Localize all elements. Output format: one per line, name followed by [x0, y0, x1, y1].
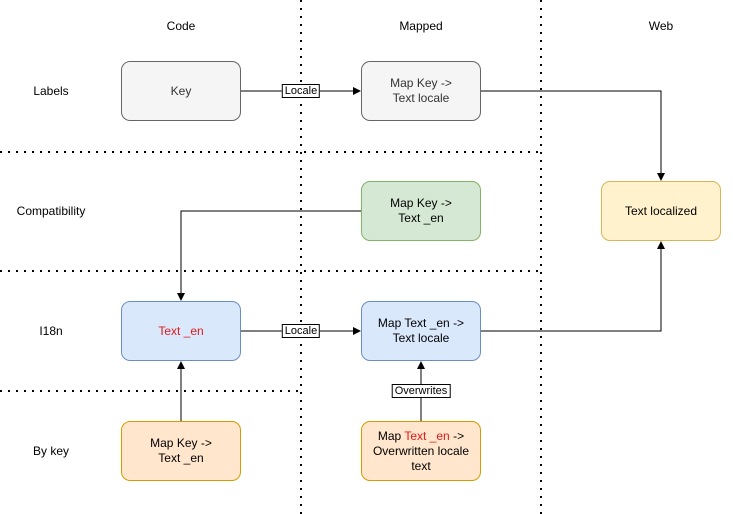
- edge-map-key-to-text-localized: [481, 90, 665, 181]
- row-header-labels: Labels: [33, 84, 69, 98]
- edge-label-overwrites: Overwrites: [391, 384, 451, 398]
- overwritten-prefix: Map: [377, 428, 405, 443]
- map-key-text-locale-node: Map Key -> Text locale: [361, 61, 481, 121]
- edge-label-locale-middle: Locale: [281, 324, 321, 338]
- overwritten-highlight: Text _en: [404, 428, 450, 443]
- map-text-en-line2: Text locale: [392, 331, 450, 345]
- compat-line1: Map Key ->: [390, 196, 452, 210]
- edge-map-text-en-to-text-localized: [481, 241, 665, 332]
- text-localized-label: Text localized: [624, 203, 698, 218]
- map-key-text-locale-line1: Map Key ->: [390, 76, 452, 90]
- text-localized-node: Text localized: [601, 181, 721, 241]
- overwritten-line3: text: [411, 458, 431, 473]
- compat-line2: Text _en: [398, 211, 444, 225]
- map-text-en-text-locale-node: Map Text _en -> Text locale: [361, 301, 481, 361]
- map-key-text-en-bykey-label: Map Key -> Text _en: [150, 436, 212, 466]
- map-text-en-text-locale-label: Map Text _en -> Text locale: [378, 316, 464, 346]
- overwritten-line2: Overwritten locale: [372, 443, 470, 458]
- map-key-text-locale-label: Map Key -> Text locale: [390, 76, 452, 106]
- text-en-label: Text _en: [158, 323, 204, 338]
- map-overwritten-node: Map Text _en -> Overwritten locale text: [361, 421, 481, 481]
- edge-compat-to-text-en: [177, 210, 361, 301]
- bykey-line2: Text _en: [158, 451, 204, 465]
- map-text-en-line1: Map Text _en ->: [377, 316, 465, 330]
- map-key-text-en-compat-node: Map Key -> Text _en: [361, 181, 481, 241]
- column-header-code: Code: [166, 19, 196, 33]
- map-key-text-en-compat-label: Map Key -> Text _en: [390, 196, 452, 226]
- key-node: Key: [121, 61, 241, 121]
- overwritten-suffix: ->: [449, 428, 465, 443]
- map-overwritten-label: Map Text _en -> Overwritten locale text: [373, 429, 469, 474]
- map-key-text-locale-line2: Text locale: [392, 91, 450, 105]
- row-header-by-key: By key: [32, 444, 70, 458]
- column-header-web: Web: [648, 19, 674, 33]
- edge-label-locale-top: Locale: [281, 84, 321, 98]
- text-en-node: Text _en: [121, 301, 241, 361]
- column-header-mapped: Mapped: [399, 19, 443, 33]
- key-node-label: Key: [170, 83, 192, 98]
- row-header-compatibility: Compatibility: [16, 204, 86, 218]
- map-key-text-en-bykey-node: Map Key -> Text _en: [121, 421, 241, 481]
- bykey-line1: Map Key ->: [150, 436, 212, 450]
- row-header-i18n: I18n: [39, 324, 63, 338]
